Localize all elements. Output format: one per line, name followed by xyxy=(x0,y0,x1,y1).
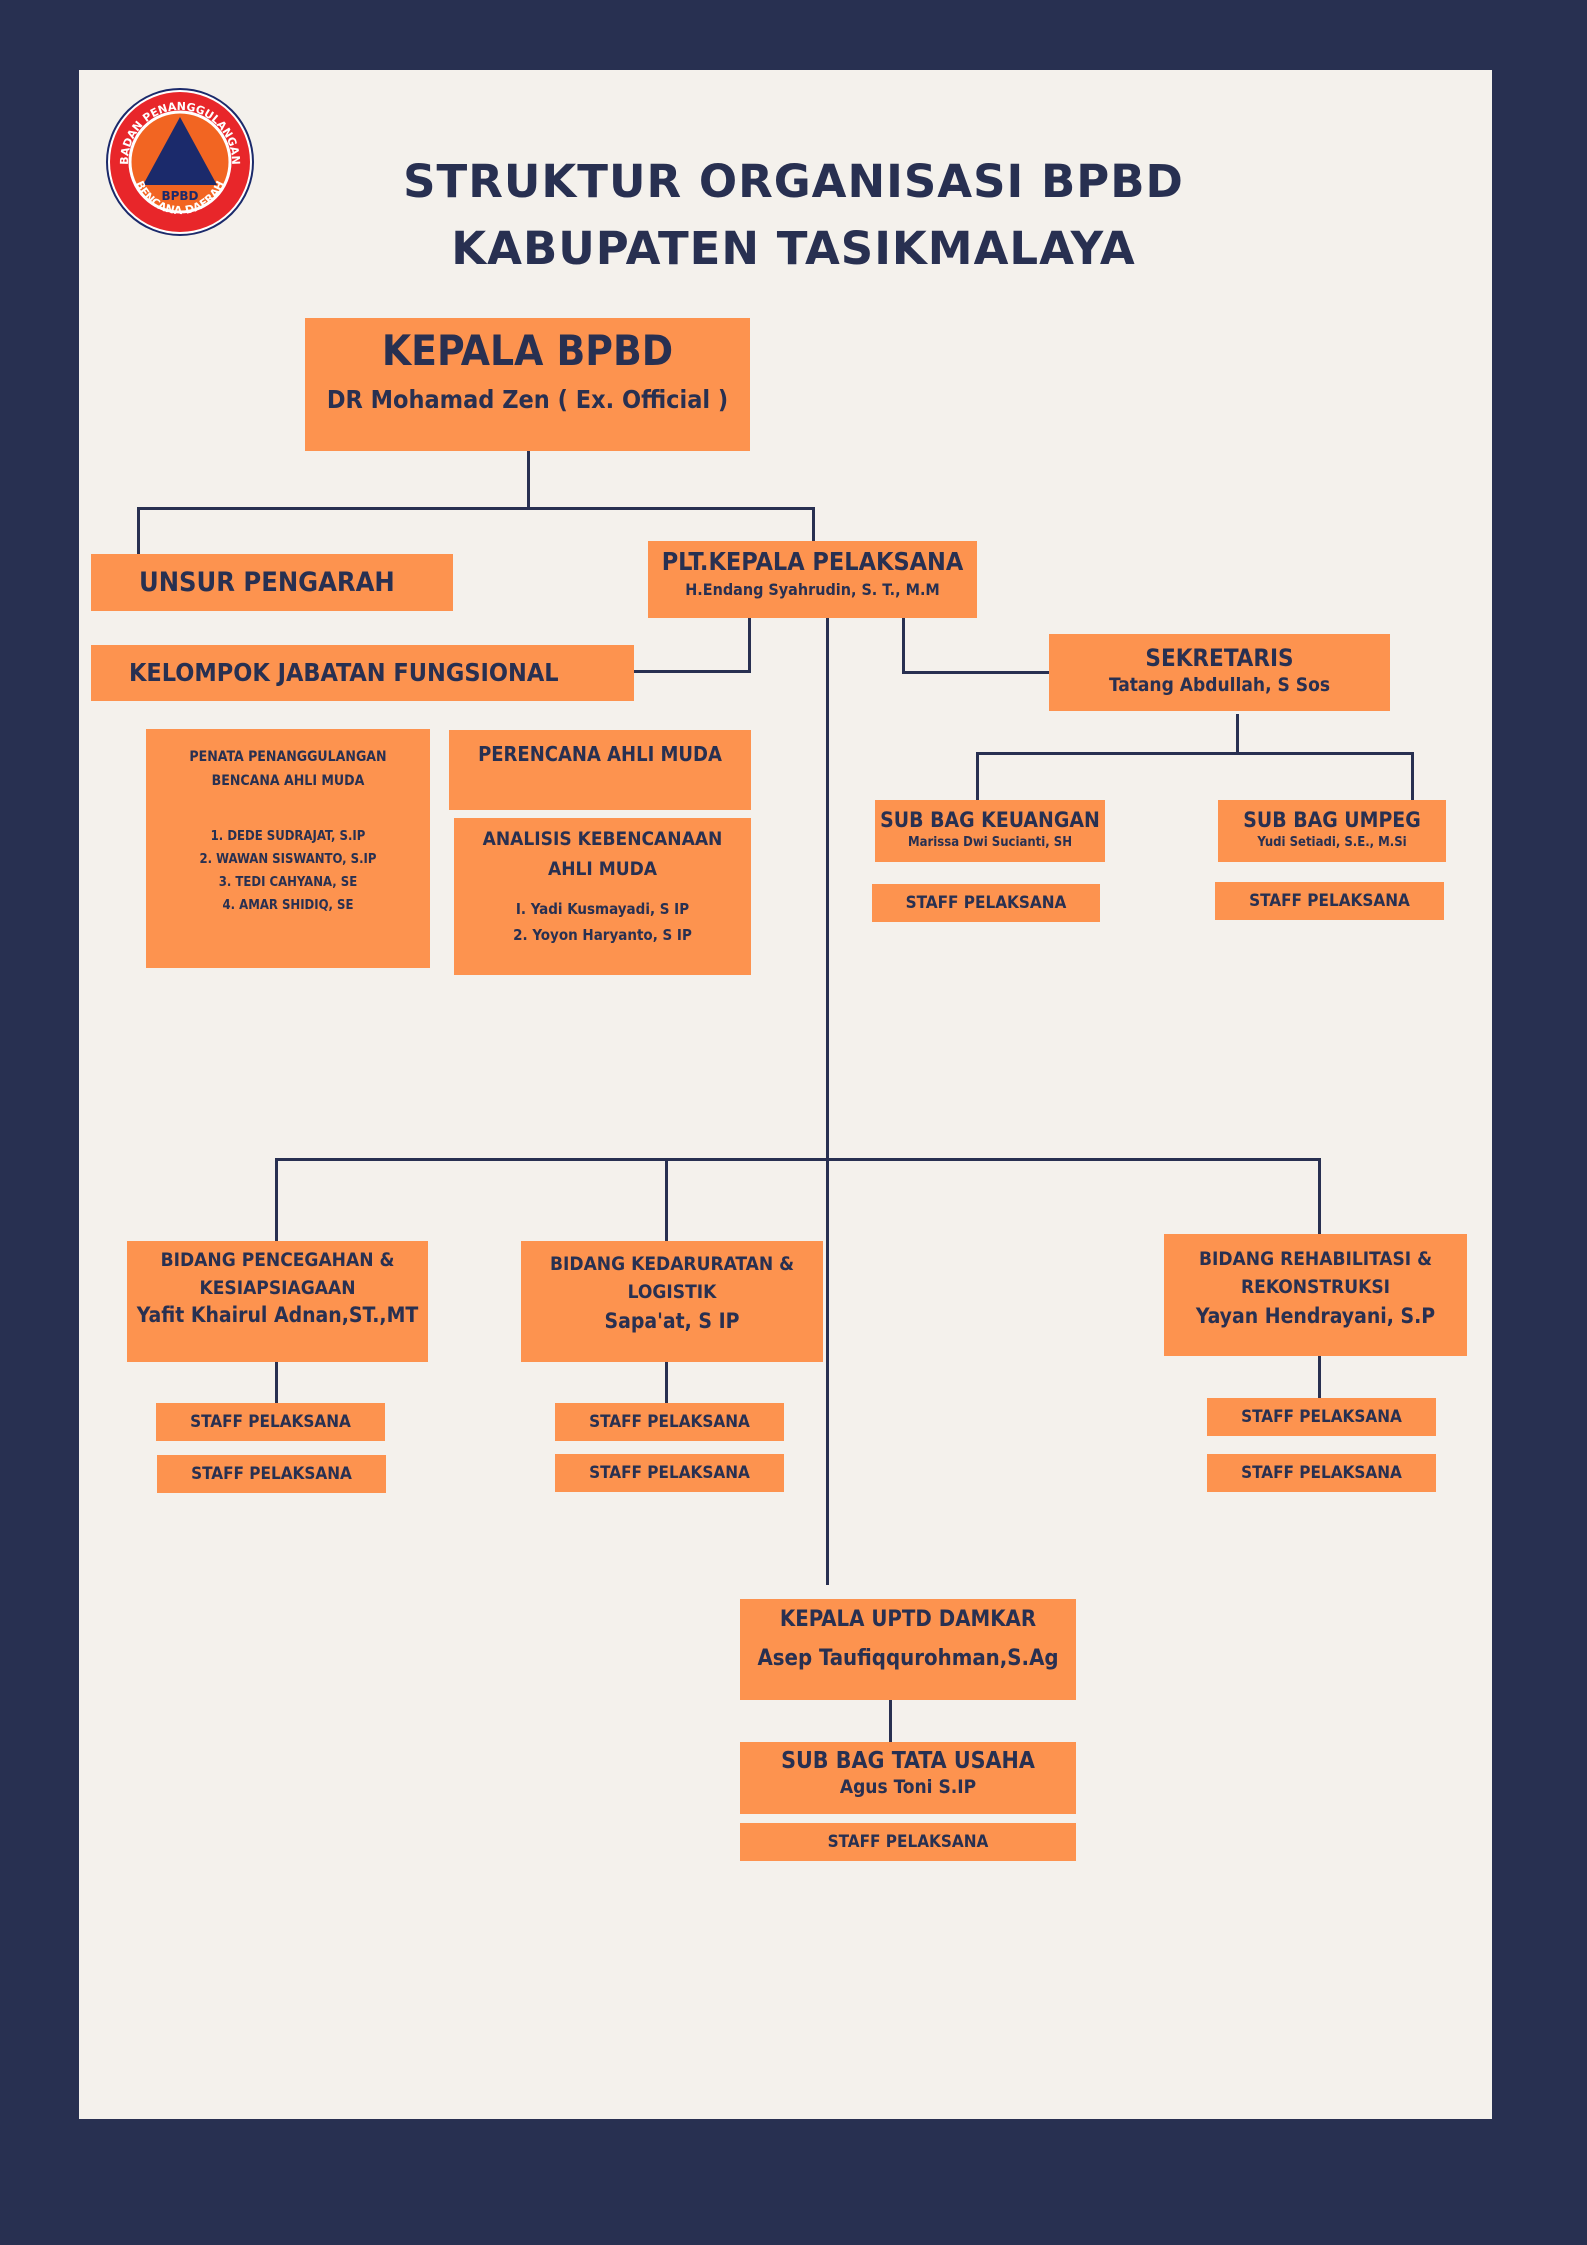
sub-bag-keuangan-name: Marissa Dwi Sucianti, SH xyxy=(907,835,1072,850)
bidang-rehabilitasi-name: Yayan Hendrayani, S.P xyxy=(1195,1304,1436,1328)
bidang-rehabilitasi-box: BIDANG REHABILITASI & REKONSTRUKSI Yayan… xyxy=(1164,1234,1467,1356)
penata-box: PENATA PENANGGULANGAN BENCANA AHLI MUDA … xyxy=(146,729,430,968)
analisis-member-list: I. Yadi Kusmayadi, S IP 2. Yoyon Haryant… xyxy=(454,896,751,948)
sub-bag-umpeg-box: SUB BAG UMPEG Yudi Setiadi, S.E., M.Si xyxy=(1218,800,1446,862)
kepala-bpbd-title: KEPALA BPBD xyxy=(381,326,674,375)
staff-pelaksana-box: STAFF PELAKSANA xyxy=(1207,1454,1436,1492)
sub-bag-tata-usaha-name: Agus Toni S.IP xyxy=(839,1776,977,1798)
connector xyxy=(275,1158,1321,1161)
kepala-uptd-damkar-name: Asep Taufiqqurohman,S.Ag xyxy=(757,1646,1059,1671)
connector xyxy=(1411,752,1414,800)
analisis-title-2: AHLI MUDA xyxy=(547,858,658,880)
penata-member: 4. AMAR SHIDIQ, SE xyxy=(222,898,354,913)
kelompok-jabatan-title: KELOMPOK JABATAN FUNGSIONAL xyxy=(129,658,559,687)
staff-pelaksana-box: STAFF PELAKSANA xyxy=(872,884,1100,922)
connector xyxy=(812,507,815,543)
bidang-pencegahan-line1: BIDANG PENCEGAHAN & xyxy=(160,1249,395,1271)
kepala-bpbd-name: DR Mohamad Zen ( Ex. Official ) xyxy=(326,385,729,414)
staff-pelaksana-box: STAFF PELAKSANA xyxy=(1207,1398,1436,1436)
analisis-box: ANALISIS KEBENCANAAN AHLI MUDA I. Yadi K… xyxy=(454,818,751,975)
penata-title-2: BENCANA AHLI MUDA xyxy=(211,773,365,789)
staff-pelaksana-box: STAFF PELAKSANA xyxy=(157,1455,386,1493)
penata-member: 3. TEDI CAHYANA, SE xyxy=(218,875,358,890)
plt-kepala-pelaksana-name: H.Endang Syahrudin, S. T., M.M xyxy=(685,580,940,599)
bidang-pencegahan-box: BIDANG PENCEGAHAN & KESIAPSIAGAAN Yafit … xyxy=(127,1241,428,1362)
staff-pelaksana-box: STAFF PELAKSANA xyxy=(555,1403,784,1441)
bidang-kedaruratan-box: BIDANG KEDARURATAN & LOGISTIK Sapa'at, S… xyxy=(521,1241,823,1362)
connector xyxy=(634,670,751,673)
connector xyxy=(1318,1356,1321,1398)
staff-pelaksana-box: STAFF PELAKSANA xyxy=(740,1823,1076,1861)
penata-member-list: 1. DEDE SUDRAJAT, S.IP 2. WAWAN SISWANTO… xyxy=(146,825,430,917)
staff-pelaksana-box: STAFF PELAKSANA xyxy=(555,1454,784,1492)
plt-kepala-pelaksana-title: PLT.KEPALA PELAKSANA xyxy=(661,547,964,576)
connector xyxy=(826,618,829,1585)
page-title-line2: KABUPATEN TASIKMALAYA xyxy=(451,222,1136,275)
bidang-kedaruratan-line1: BIDANG KEDARURATAN & xyxy=(550,1253,794,1275)
logo-center-text: BPBD xyxy=(161,189,198,203)
unsur-pengarah-title: UNSUR PENGARAH xyxy=(139,567,395,598)
bpbd-logo: BPBD BADAN PENANGGULANGAN BENCANA DAERAH xyxy=(106,88,254,236)
analisis-title-1: ANALISIS KEBENCANAAN xyxy=(482,828,723,850)
plt-kepala-pelaksana-box: PLT.KEPALA PELAKSANA H.Endang Syahrudin,… xyxy=(648,541,977,618)
kepala-uptd-damkar-box: KEPALA UPTD DAMKAR Asep Taufiqqurohman,S… xyxy=(740,1599,1076,1700)
connector xyxy=(902,618,905,674)
sekretaris-name: Tatang Abdullah, S Sos xyxy=(1108,674,1331,696)
connector xyxy=(976,752,979,800)
connector xyxy=(902,671,1050,674)
bidang-kedaruratan-name: Sapa'at, S IP xyxy=(604,1309,740,1333)
connector xyxy=(275,1158,278,1241)
sub-bag-tata-usaha-title: SUB BAG TATA USAHA xyxy=(781,1748,1035,1774)
unsur-pengarah-box: UNSUR PENGARAH xyxy=(91,554,453,611)
staff-pelaksana-box: STAFF PELAKSANA xyxy=(156,1403,385,1441)
sub-bag-tata-usaha-box: SUB BAG TATA USAHA Agus Toni S.IP xyxy=(740,1742,1076,1814)
connector xyxy=(889,1700,892,1742)
analisis-member: 2. Yoyon Haryanto, S IP xyxy=(513,926,692,944)
perencana-box: PERENCANA AHLI MUDA xyxy=(449,730,751,810)
penata-member: 2. WAWAN SISWANTO, S.IP xyxy=(199,852,377,867)
penata-title-1: PENATA PENANGGULANGAN xyxy=(189,749,387,765)
bidang-pencegahan-name: Yafit Khairul Adnan,ST.,MT xyxy=(136,1303,419,1327)
penata-member: 1. DEDE SUDRAJAT, S.IP xyxy=(210,829,366,844)
connector xyxy=(748,618,751,672)
perencana-title: PERENCANA AHLI MUDA xyxy=(478,742,722,766)
sub-bag-umpeg-name: Yudi Setiadi, S.E., M.Si xyxy=(1257,835,1407,850)
connector xyxy=(137,507,140,554)
sekretaris-title: SEKRETARIS xyxy=(1145,644,1294,672)
connector xyxy=(976,752,1413,755)
connector xyxy=(665,1158,668,1241)
page-title-line1: STRUKTUR ORGANISASI BPBD xyxy=(403,155,1184,208)
bidang-pencegahan-line2: KESIAPSIAGAAN xyxy=(199,1277,356,1299)
bidang-kedaruratan-line2: LOGISTIK xyxy=(627,1281,717,1303)
kepala-bpbd-box: KEPALA BPBD DR Mohamad Zen ( Ex. Officia… xyxy=(305,318,750,451)
sub-bag-umpeg-title: SUB BAG UMPEG xyxy=(1243,808,1421,832)
kepala-uptd-damkar-title: KEPALA UPTD DAMKAR xyxy=(779,1607,1037,1632)
kelompok-jabatan-box: KELOMPOK JABATAN FUNGSIONAL xyxy=(91,645,634,701)
bidang-rehabilitasi-line2: REKONSTRUKSI xyxy=(1240,1276,1390,1298)
connector xyxy=(1236,714,1239,754)
connector xyxy=(275,1362,278,1404)
connector xyxy=(527,451,530,510)
sekretaris-box: SEKRETARIS Tatang Abdullah, S Sos xyxy=(1049,634,1390,711)
sub-bag-keuangan-box: SUB BAG KEUANGAN Marissa Dwi Sucianti, S… xyxy=(875,800,1105,862)
connector xyxy=(665,1362,668,1404)
bidang-rehabilitasi-line1: BIDANG REHABILITASI & xyxy=(1198,1248,1433,1270)
analisis-member: I. Yadi Kusmayadi, S IP xyxy=(515,900,690,918)
connector xyxy=(1318,1158,1321,1234)
connector xyxy=(137,507,814,510)
staff-pelaksana-box: STAFF PELAKSANA xyxy=(1215,882,1444,920)
logo-triangle xyxy=(143,117,217,185)
sub-bag-keuangan-title: SUB BAG KEUANGAN xyxy=(880,808,1100,832)
